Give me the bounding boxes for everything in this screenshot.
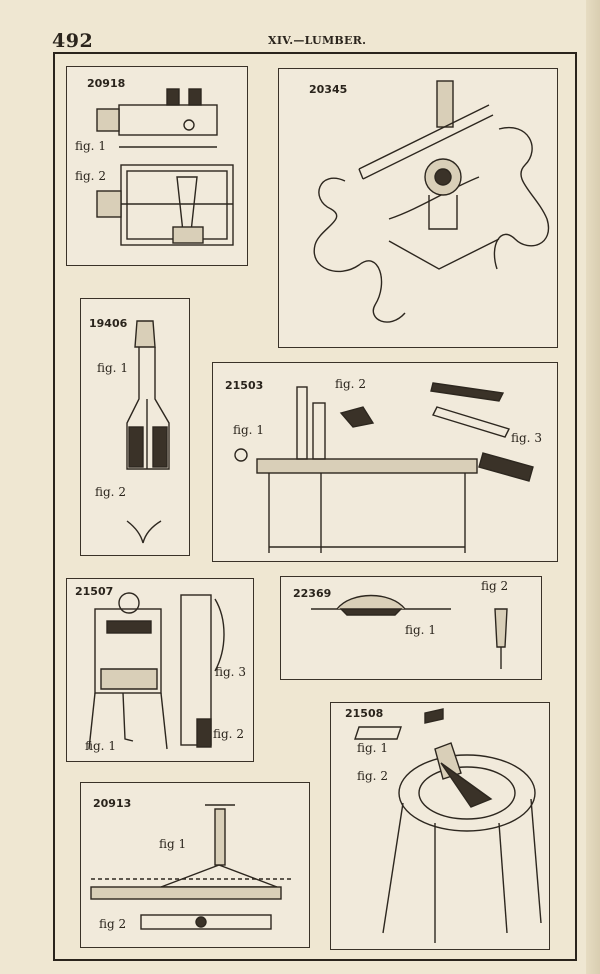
machine-illustration — [354, 708, 542, 943]
fig-label: fig. 1 — [357, 741, 388, 755]
machine-illustration — [234, 382, 534, 553]
fig-label: fig. 2 — [213, 727, 244, 741]
plate-21508: 21508 fig. 1 fig. 2 — [330, 702, 550, 950]
machine-illustration — [88, 592, 225, 750]
patent-number: 21507 — [75, 585, 114, 598]
plate-21503: 21503 fig. 1 fig. 2 fig. 3 — [212, 362, 558, 562]
tool-illustration — [90, 804, 291, 930]
tool-illustration — [126, 320, 170, 544]
patent-number: 22369 — [293, 587, 332, 600]
plate-20918: 20918 fig. 1 fig. 2 — [66, 66, 248, 266]
fig-label: fig. 1 — [405, 623, 436, 637]
patent-number: 19406 — [89, 317, 128, 330]
plate-21507: 21507 fig. 3 fig. 2 fig. 1 — [66, 578, 254, 762]
fig-label: fig. 3 — [511, 431, 542, 445]
page-edge — [586, 0, 600, 974]
fig-label: fig. 1 — [85, 739, 116, 753]
page-heading: XIV.—LUMBER. — [268, 34, 367, 47]
fig-label: fig. 2 — [75, 169, 106, 183]
plate-19406: 19406 fig. 1 fig. 2 — [80, 298, 190, 556]
machine-illustration — [96, 88, 234, 246]
tool-illustration — [311, 594, 508, 669]
plate-22369: 22369 fig. 1 fig 2 — [280, 576, 542, 680]
fig-label: fig. 3 — [215, 665, 246, 679]
fig-label: fig. 1 — [75, 139, 106, 153]
fig-label: fig. 1 — [233, 423, 264, 437]
fig-label: fig 2 — [99, 917, 127, 931]
plate-frame — [53, 52, 577, 961]
patent-number: 21503 — [225, 379, 264, 392]
fig-label: fig. 2 — [335, 377, 366, 391]
plate-20913: 20913 fig 1 fig 2 — [80, 782, 310, 948]
machine-illustration — [313, 80, 550, 323]
patent-number: 20918 — [87, 77, 126, 90]
fig-label: fig. 2 — [357, 769, 388, 783]
page-number: 492 — [52, 30, 94, 52]
patent-number: 20913 — [93, 797, 132, 810]
patent-number: 20345 — [309, 83, 348, 96]
patent-number: 21508 — [345, 707, 384, 720]
plate-20345: 20345 — [278, 68, 558, 348]
fig-label: fig 1 — [159, 837, 187, 851]
fig-label: fig 2 — [481, 579, 509, 593]
fig-label: fig. 2 — [95, 485, 126, 499]
fig-label: fig. 1 — [97, 361, 128, 375]
